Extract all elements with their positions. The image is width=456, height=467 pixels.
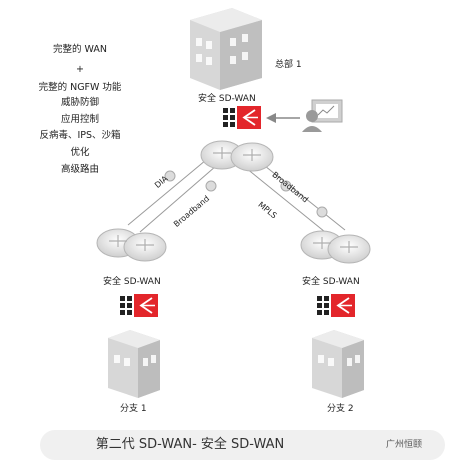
branch2-router-icon <box>300 230 371 264</box>
feature-item-optimize: 优化 <box>70 147 90 158</box>
branch2-sdwan-label: 安全 SD-WAN <box>302 277 360 287</box>
footer-caption: 第二代 SD-WAN- 安全 SD-WAN <box>40 430 445 460</box>
branch1-router-icon <box>96 228 167 262</box>
branch1-building-icon <box>108 330 160 398</box>
admin-arrow-icon <box>266 113 300 123</box>
hq-firewall-icon <box>223 106 261 129</box>
watermark-text: 广州恒颐 <box>386 440 423 450</box>
hq-building-icon <box>190 8 262 90</box>
feature-item-ngfw: 完整的 NGFW 功能 <box>38 82 122 93</box>
admin-computer-icon <box>302 99 343 132</box>
feature-item-routing: 高级路由 <box>60 164 99 175</box>
hq-sdwan-label: 安全 SD-WAN <box>198 94 256 104</box>
footer-title: 第二代 SD-WAN- 安全 SD-WAN <box>95 437 285 452</box>
hq-router-icon <box>200 140 274 172</box>
branch2-building-icon <box>312 330 364 398</box>
branch1-firewall-icon <box>120 294 158 317</box>
branch2-firewall-icon <box>317 294 355 317</box>
hq-label: 总部 1 <box>275 60 302 70</box>
feature-item-threat: 威胁防御 <box>60 97 99 108</box>
branch1-label: 分支 1 <box>120 404 147 414</box>
feature-item-av-ips: 反病毒、IPS、沙箱 <box>39 130 121 141</box>
link-lines <box>127 159 346 237</box>
link-badge-icons <box>164 170 328 218</box>
feature-item-plus: + <box>76 64 84 75</box>
feature-item-wan: 完整的 WAN <box>53 44 107 55</box>
branch2-label: 分支 2 <box>327 404 354 414</box>
branch1-sdwan-label: 安全 SD-WAN <box>103 277 161 287</box>
feature-item-app-ctrl: 应用控制 <box>60 114 99 125</box>
